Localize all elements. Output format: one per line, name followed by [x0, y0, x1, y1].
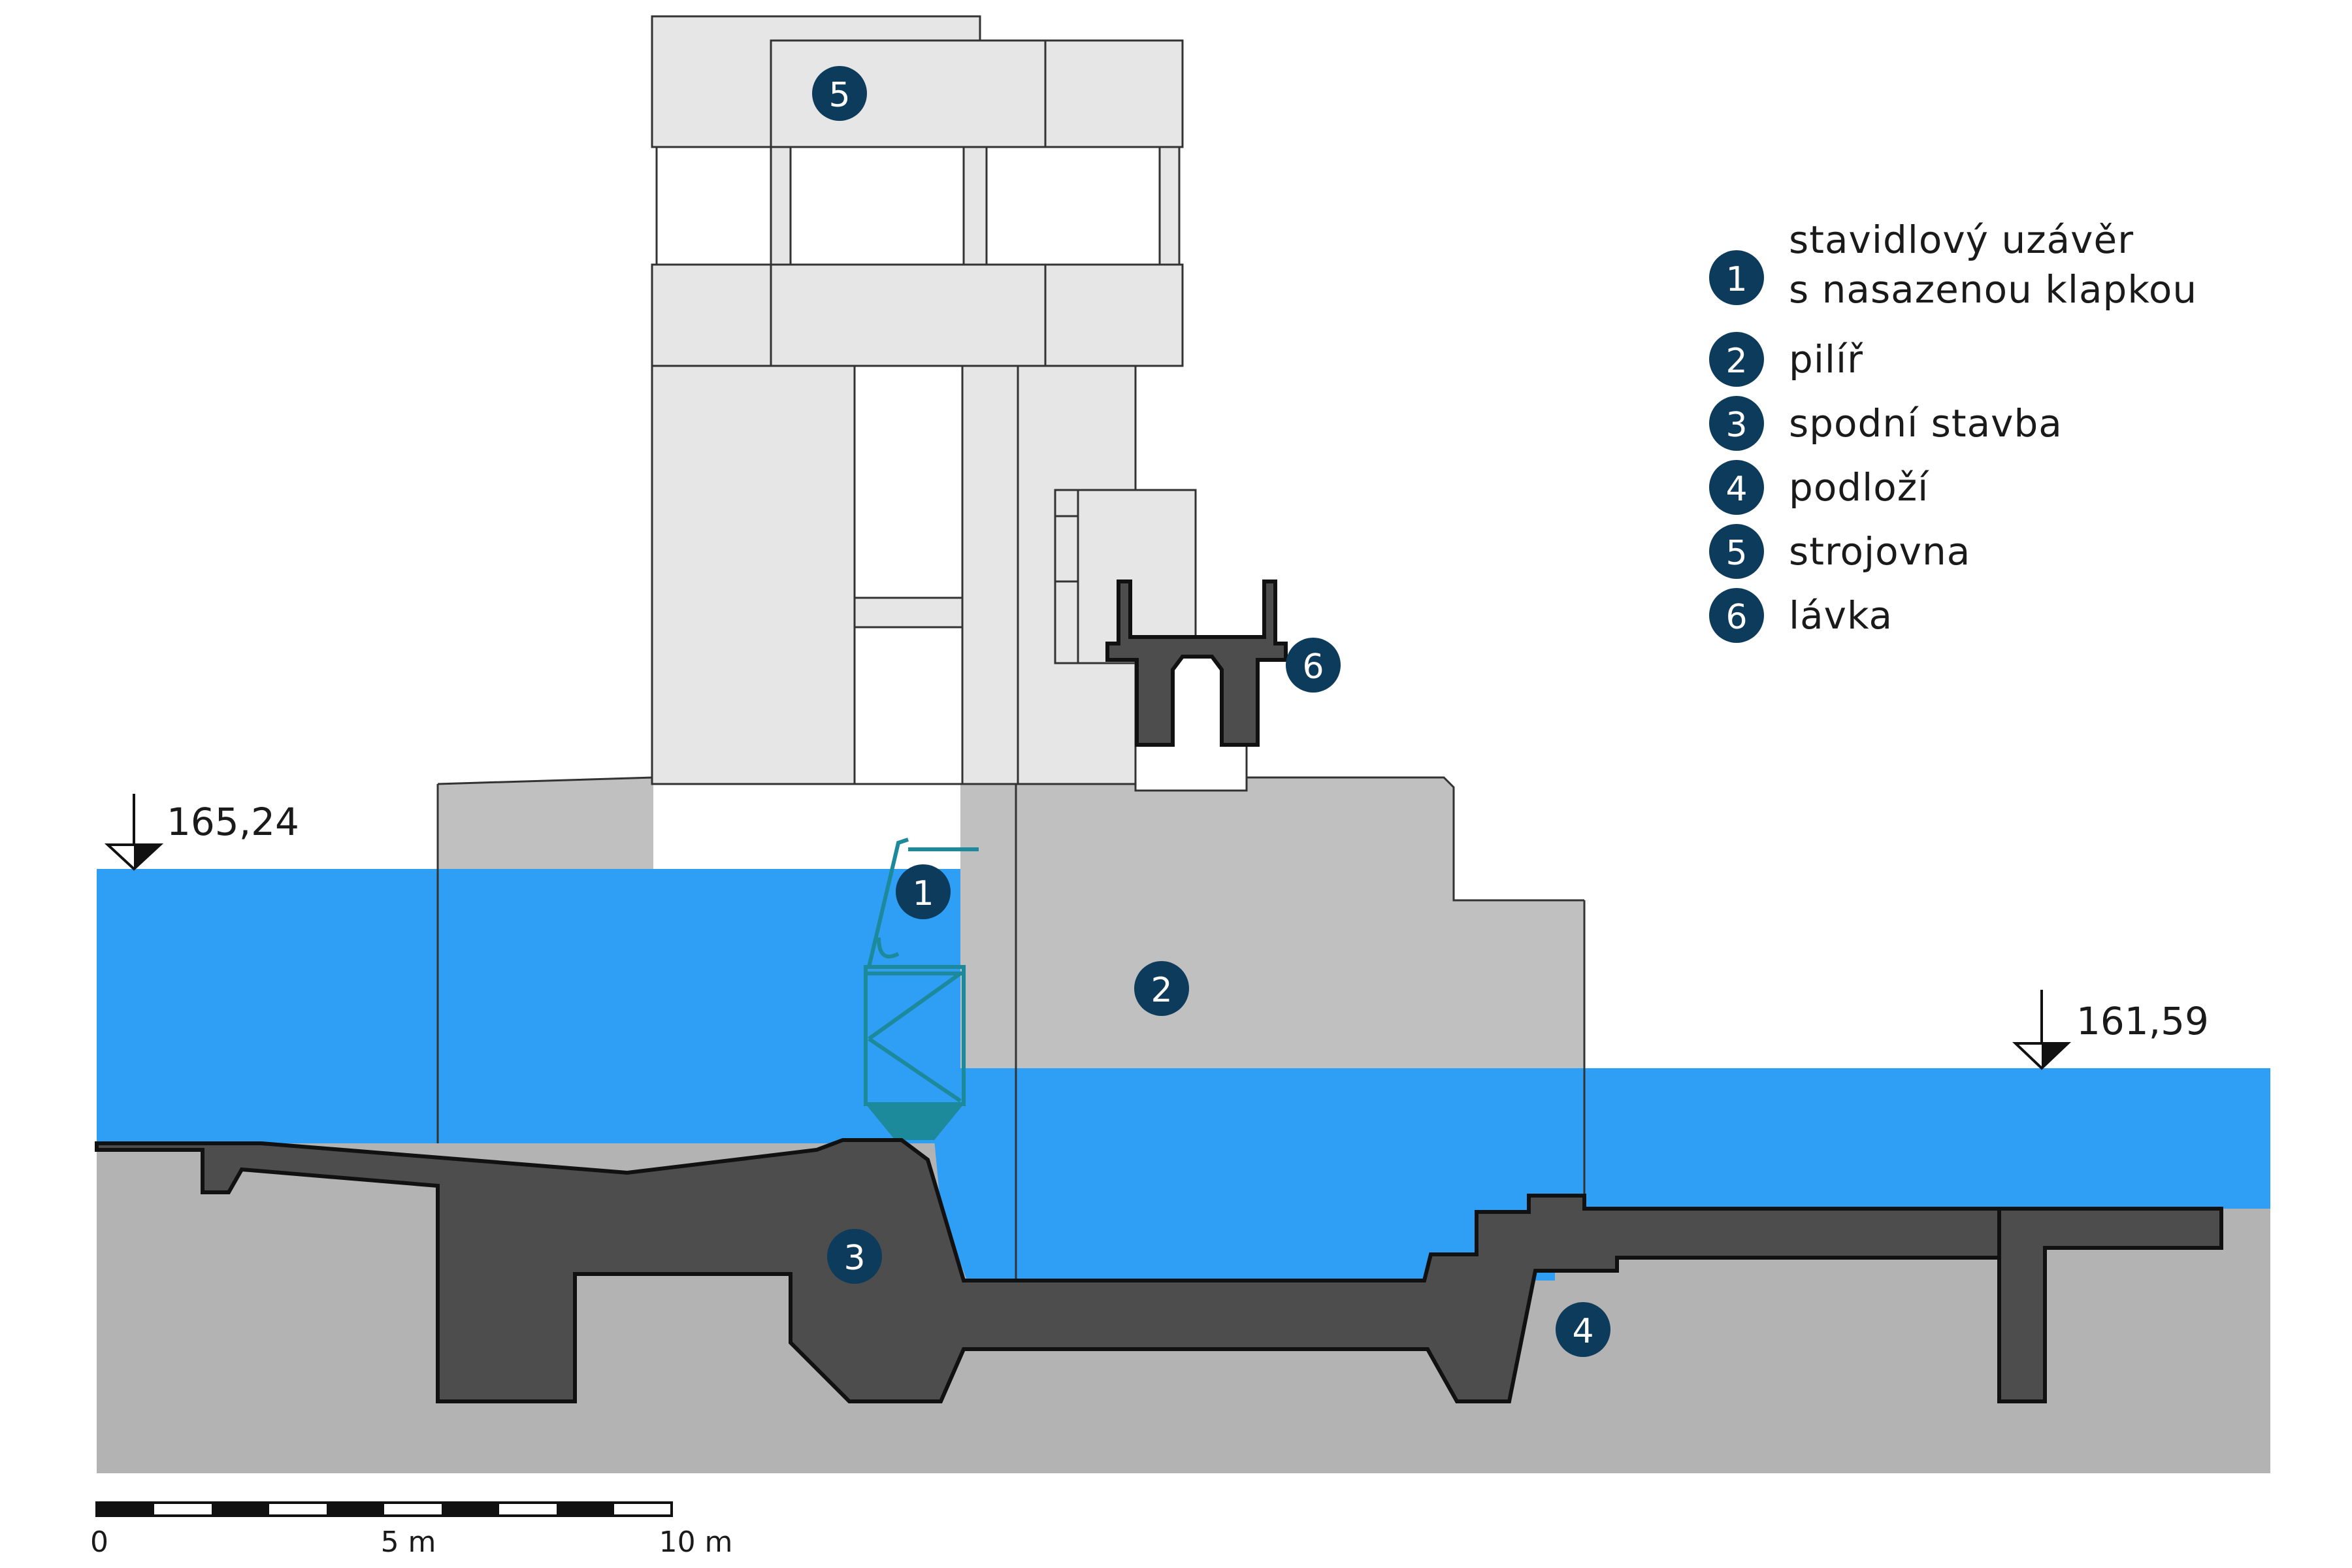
scale-segment [442, 1503, 499, 1516]
legend-item-2: 2 pilíř [1709, 332, 1863, 387]
legend-item-6: 6 lávka [1709, 588, 1893, 643]
svg-text:1: 1 [912, 874, 934, 913]
legend-item-5: 5 strojovna [1709, 524, 1970, 579]
legend-label: strojovna [1789, 529, 1970, 574]
pier-main [960, 777, 1584, 1068]
pier [438, 777, 653, 869]
legend-marker-number: 5 [1725, 534, 1747, 573]
svg-text:6: 6 [1302, 647, 1324, 687]
svg-text:3: 3 [843, 1239, 865, 1278]
legend-marker-number: 4 [1725, 470, 1747, 509]
upstream-elevation-marker: 165,24 [104, 794, 299, 871]
legend-marker-number: 3 [1725, 406, 1747, 445]
legend-marker [1709, 524, 1764, 579]
svg-text:5: 5 [828, 76, 850, 115]
legend-label: lávka [1789, 593, 1893, 638]
legend-marker-number: 2 [1725, 342, 1747, 381]
legend-marker [1709, 588, 1764, 643]
legend-marker-number: 6 [1725, 598, 1747, 637]
pier-outline [437, 776, 1584, 902]
svg-text:165,24: 165,24 [167, 800, 299, 844]
scale-label-10m: 10 m [659, 1526, 733, 1559]
svg-text:2: 2 [1151, 971, 1172, 1010]
scale-segment [557, 1503, 614, 1516]
lower-structure [95, 1138, 2223, 1403]
marker-1: 1 [896, 864, 951, 919]
legend-label: pilíř [1789, 337, 1863, 382]
legend-item-1: 1 stavidlový uzávěr s nasazenou klapkou [1709, 218, 2197, 312]
legend-label: s nasazenou klapkou [1789, 267, 2197, 312]
legend-label: stavidlový uzávěr [1789, 218, 2134, 262]
upstream-water [97, 869, 972, 1143]
legend-item-4: 4 podloží [1709, 460, 1929, 515]
sluice-gate [864, 838, 979, 1140]
marker-4: 4 [1556, 1302, 1610, 1357]
legend-item-3: 3 spodní stavba [1709, 396, 2063, 451]
legend: 1 stavidlový uzávěr s nasazenou klapkou 2 pi… [1709, 218, 2197, 643]
marker-6: 6 [1286, 638, 1341, 693]
svg-text:161,59: 161,59 [2076, 999, 2209, 1043]
svg-text:4: 4 [1572, 1312, 1593, 1351]
legend-marker [1709, 250, 1764, 305]
marker-3: 3 [827, 1229, 882, 1284]
downstream-apron [1997, 1207, 2223, 1403]
legend-marker [1709, 332, 1764, 387]
downstream-elevation-marker: 161,59 [2012, 990, 2209, 1070]
scale-bar: 0 5 m 10 m [90, 1501, 733, 1559]
legend-marker-number: 1 [1725, 260, 1747, 299]
marker-5: 5 [812, 66, 867, 121]
legend-marker [1709, 460, 1764, 515]
scale-label-0: 0 [90, 1526, 108, 1559]
legend-marker [1709, 396, 1764, 451]
scale-segment [212, 1503, 269, 1516]
legend-label: spodní stavba [1789, 401, 2063, 446]
marker-2: 2 [1134, 961, 1189, 1016]
legend-label: podloží [1789, 465, 1929, 510]
scale-label-5m: 5 m [381, 1526, 436, 1559]
footbridge [1105, 580, 1288, 747]
tailrace-water [928, 1071, 1584, 1281]
scale-segment [327, 1503, 384, 1516]
scale-segment [97, 1503, 154, 1516]
